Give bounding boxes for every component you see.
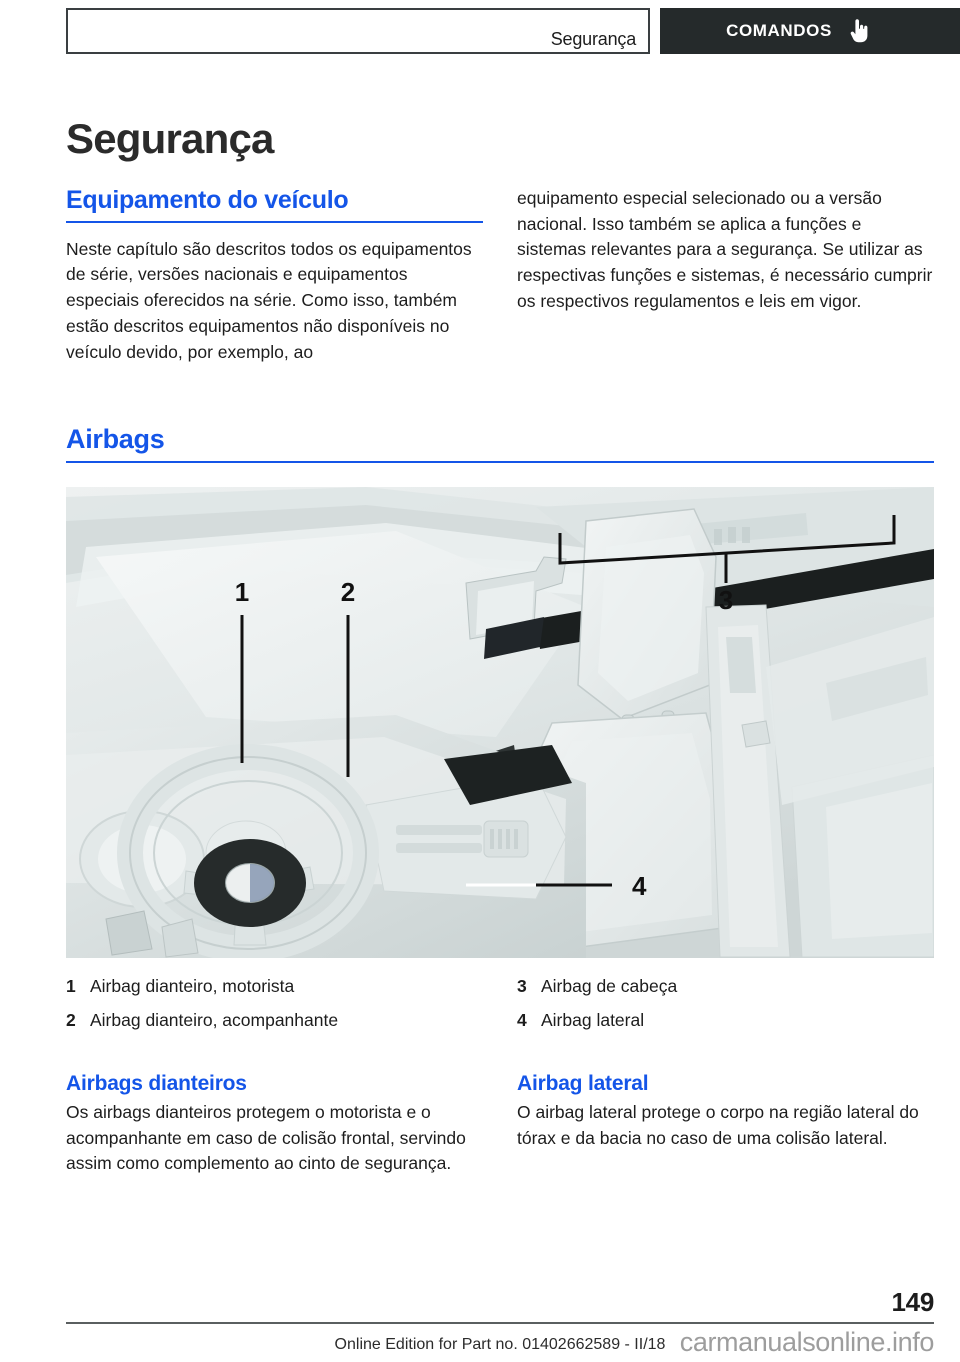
airbags-heading: Airbags [66, 424, 165, 454]
airbags-dianteiros-text: Os airbags dianteiros protegem o motoris… [66, 1102, 466, 1174]
legend-label: Airbag dianteiro, acompanhante [90, 1009, 339, 1030]
intro-right-column: equipamento especial selecionado ou a ve… [517, 186, 934, 365]
page-footer: 149 Online Edition for Part no. 01402662… [66, 1284, 934, 1362]
running-header: Segurança COMANDOS [66, 8, 960, 54]
legend-label: Airbag lateral [541, 1009, 645, 1030]
svg-text:4: 4 [632, 871, 647, 901]
list-item: 2 Airbag dianteiro, acompanhante [66, 1009, 483, 1032]
airbag-lateral-column: Airbag lateral O airbag lateral protege … [517, 1072, 934, 1177]
airbag-location-illustration: 1 2 3 4 [66, 487, 934, 958]
page-title: Segurança [66, 115, 274, 163]
legend-number: 2 [66, 1009, 76, 1030]
legend-number: 1 [66, 976, 76, 996]
footer-divider [66, 1322, 934, 1324]
svg-text:2: 2 [341, 577, 355, 607]
list-item: 3 Airbag de cabeça [517, 975, 934, 998]
page-number: 149 [891, 1287, 935, 1317]
legend-label: Airbag de cabeça [541, 976, 678, 996]
airbag-lateral-text: O airbag lateral protege o corpo na regi… [517, 1102, 919, 1148]
svg-text:1: 1 [235, 577, 249, 607]
legend-left-column: 1 Airbag dianteiro, motorista 2 Airbag d… [66, 975, 483, 1043]
equipamento-heading: Equipamento do veículo [66, 186, 349, 214]
intro-left-column: Equipamento do veículo Neste capítulo sã… [66, 186, 483, 365]
svg-text:3: 3 [719, 585, 733, 615]
equipamento-heading-rule [66, 220, 483, 223]
airbags-heading-wrap: Airbags [66, 424, 934, 463]
equipamento-right-text: equipamento especial selecionado ou a ve… [517, 188, 933, 311]
airbags-heading-rule [66, 461, 934, 463]
airbags-dianteiros-column: Airbags dianteiros Os airbags dianteiros… [66, 1072, 483, 1177]
airbag-lateral-heading: Airbag lateral [517, 1072, 649, 1095]
airbags-dianteiros-heading: Airbags dianteiros [66, 1072, 247, 1095]
illustration-legend: 1 Airbag dianteiro, motorista 2 Airbag d… [66, 975, 934, 1043]
pointing-hand-icon [846, 18, 870, 44]
bottom-columns: Airbags dianteiros Os airbags dianteiros… [66, 1072, 934, 1177]
header-section-label: COMANDOS [726, 21, 832, 40]
header-chapter-box: Segurança [66, 8, 650, 54]
legend-label: Airbag dianteiro, motorista [90, 976, 295, 996]
header-chapter-label: Segurança [550, 29, 636, 50]
legend-right-column: 3 Airbag de cabeça 4 Airbag lateral [517, 975, 934, 1043]
list-item: 1 Airbag dianteiro, motorista [66, 975, 483, 998]
header-section-box: COMANDOS [660, 8, 960, 54]
footer-edition-text: Online Edition for Part no. 01402662589 … [334, 1336, 666, 1353]
list-item: 4 Airbag lateral [517, 1009, 934, 1032]
page-content: Segurança Equipamento do veículo Neste c… [66, 0, 934, 1362]
legend-number: 4 [517, 1009, 527, 1030]
intro-columns: Equipamento do veículo Neste capítulo sã… [66, 186, 934, 365]
watermark: carmanualsonline.info [679, 1327, 935, 1357]
equipamento-left-text: Neste capítulo são descritos todos os eq… [66, 238, 472, 362]
legend-number: 3 [517, 976, 527, 996]
